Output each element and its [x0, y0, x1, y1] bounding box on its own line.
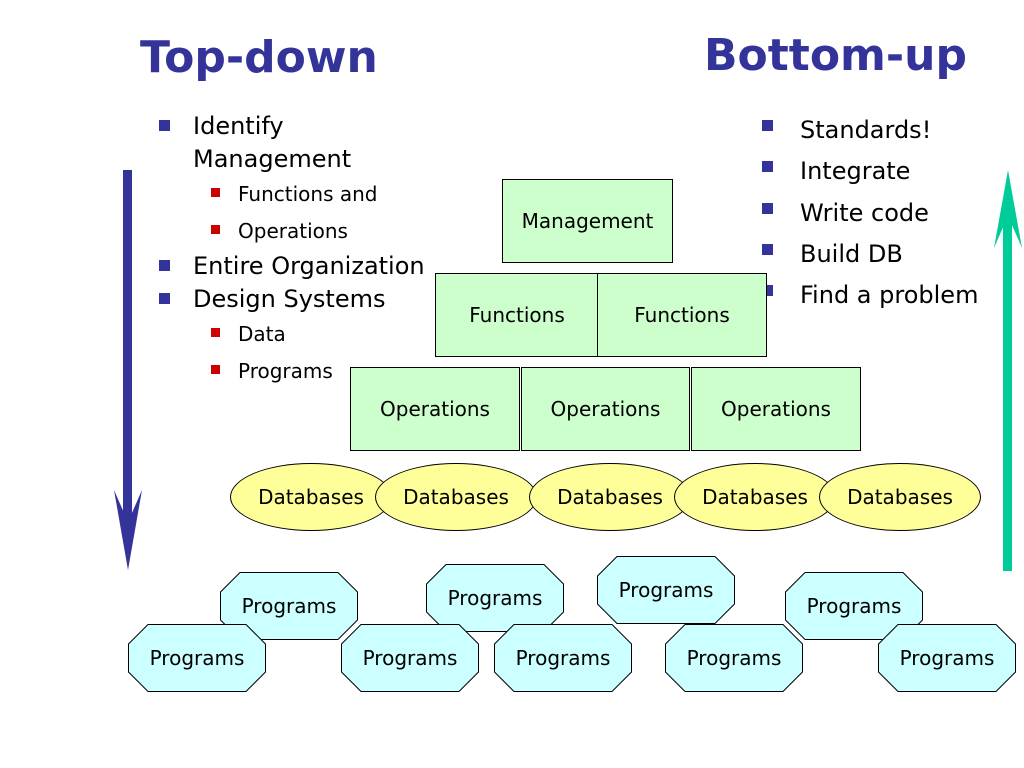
arrow-down-icon — [114, 170, 142, 570]
functions-label: Functions — [634, 303, 730, 327]
bullet-operations: Operations — [155, 213, 445, 250]
operations-box: Operations — [521, 367, 690, 451]
title-top-down: Top-down — [140, 32, 378, 83]
database-label: Databases — [557, 485, 663, 509]
bullet-find-a-problem: Find a problem — [758, 275, 1018, 316]
bullet-design-systems: Design Systems — [155, 283, 445, 316]
bullet-build-db: Build DB — [758, 234, 1018, 275]
operations-label: Operations — [550, 397, 661, 421]
operations-box: Operations — [350, 367, 520, 451]
operations-label: Operations — [721, 397, 831, 421]
database-label: Databases — [847, 485, 953, 509]
program-octagon: Programs — [597, 556, 735, 624]
bullet-integrate: Integrate — [758, 151, 1018, 192]
database-label: Databases — [258, 485, 364, 509]
program-label: Programs — [806, 594, 902, 618]
program-octagon: Programs — [220, 572, 358, 640]
database-ellipse: Databases — [674, 463, 836, 531]
bullet-standards: Standards! — [758, 110, 1018, 151]
database-ellipse: Databases — [529, 463, 691, 531]
bullet-data: Data — [155, 316, 445, 353]
program-octagon: Programs — [494, 624, 632, 692]
database-ellipse: Databases — [819, 463, 981, 531]
program-label: Programs — [515, 646, 611, 670]
program-octagon: Programs — [341, 624, 479, 692]
bottom-up-bullet-list: Standards! Integrate Write code Build DB… — [758, 110, 1018, 316]
program-label: Programs — [899, 646, 995, 670]
program-label: Programs — [686, 646, 782, 670]
program-label: Programs — [149, 646, 245, 670]
management-label: Management — [521, 209, 654, 233]
database-label: Databases — [403, 485, 509, 509]
database-label: Databases — [702, 485, 808, 509]
program-octagon: Programs — [128, 624, 266, 692]
title-bottom-up: Bottom-up — [704, 30, 967, 81]
top-down-bullet-list: Identify Management Functions and Operat… — [155, 110, 445, 390]
program-octagon: Programs — [665, 624, 803, 692]
functions-box: Functions — [435, 273, 599, 357]
bullet-identify-management: Identify Management — [155, 110, 445, 176]
bullet-write-code: Write code — [758, 193, 1018, 234]
program-label: Programs — [241, 594, 337, 618]
bullet-entire-organization: Entire Organization — [155, 250, 445, 283]
operations-label: Operations — [380, 397, 490, 421]
functions-label: Functions — [469, 303, 565, 327]
program-octagon: Programs — [878, 624, 1016, 692]
program-label: Programs — [447, 586, 543, 610]
program-label: Programs — [362, 646, 458, 670]
program-label: Programs — [618, 578, 714, 602]
bullet-programs: Programs — [155, 353, 445, 390]
arrow-up-icon — [994, 170, 1022, 571]
functions-box: Functions — [597, 273, 767, 357]
database-ellipse: Databases — [230, 463, 392, 531]
program-octagon: Programs — [426, 564, 564, 632]
management-box: Management — [502, 179, 673, 263]
bullet-functions-and: Functions and — [155, 176, 445, 213]
database-ellipse: Databases — [375, 463, 537, 531]
operations-box: Operations — [691, 367, 861, 451]
